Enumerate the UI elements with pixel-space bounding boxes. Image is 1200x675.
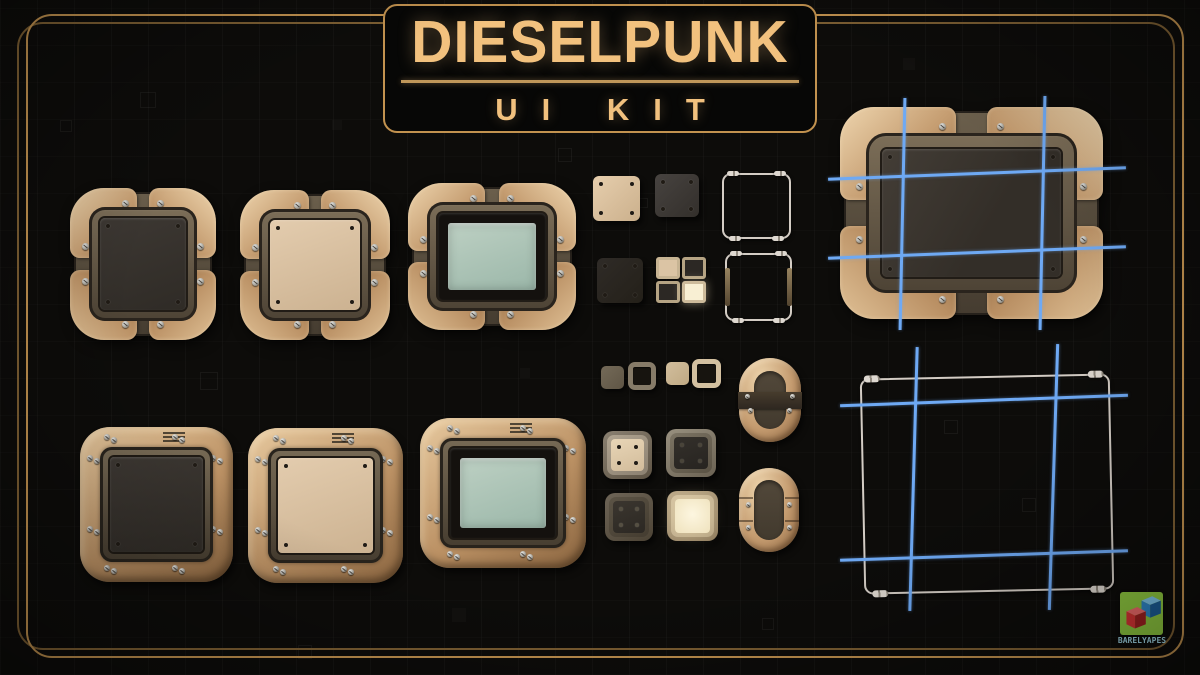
frame-panel-dark — [80, 427, 233, 582]
button-beige — [603, 431, 652, 479]
wire-frame-plain — [722, 171, 791, 241]
button-dark — [666, 429, 716, 477]
wire-frame-with-rods — [725, 251, 792, 323]
grid-square-decoration — [60, 120, 72, 132]
button-dark-alt — [605, 493, 653, 541]
glow-face — [675, 499, 710, 533]
nine-slice-wire-demo — [859, 370, 1115, 598]
grid-button-dark — [656, 281, 680, 303]
grid-square-decoration — [1022, 498, 1036, 512]
brass-rod — [787, 268, 792, 306]
corner-panel-beige — [240, 190, 390, 340]
kit-subtitle: UI KIT — [495, 92, 729, 127]
grid-square-decoration — [200, 372, 218, 390]
kit-title: DIESELPUNK — [411, 8, 789, 76]
grid-button-dark — [682, 257, 706, 279]
grid-square-decoration — [944, 420, 958, 434]
grid-square-decoration — [140, 92, 156, 108]
panel-face-screen — [438, 213, 546, 300]
grid-button-glow — [682, 281, 706, 303]
teal-screen — [448, 223, 536, 290]
logo-cubes-icon — [1126, 596, 1161, 629]
plate-beige — [593, 176, 640, 221]
plate-black — [597, 258, 643, 303]
grid-square-decoration — [298, 645, 312, 659]
capsule-band — [738, 392, 802, 409]
plate-dark — [655, 174, 699, 217]
button-glow — [667, 491, 718, 541]
teal-screen — [460, 458, 546, 528]
nine-slice-panel-demo — [840, 107, 1103, 319]
grid-square-decoration — [762, 618, 774, 630]
frame-panel-screen — [420, 418, 586, 568]
barelyapes-cubes-logo — [1120, 592, 1163, 635]
checkbox-light-outline — [692, 359, 721, 388]
grid-button-beige — [656, 257, 680, 279]
capsule-banded — [738, 358, 802, 442]
corner-panel-screen — [408, 183, 576, 330]
panel-face-dark — [100, 218, 186, 310]
brass-rod — [725, 268, 730, 306]
frame-panel-beige — [248, 428, 403, 583]
checkbox-light-filled — [666, 362, 689, 385]
corner-panel-dark — [70, 188, 216, 340]
grid-square-decoration — [558, 148, 572, 162]
panel-face-beige — [278, 458, 373, 553]
logo-text: BARELYAPES — [1117, 636, 1167, 645]
button-grid-2x2 — [656, 257, 706, 303]
panel-face-dark — [110, 457, 203, 552]
title-divider — [401, 80, 799, 83]
panel-face-beige — [270, 220, 360, 310]
capsule-hole — [754, 480, 784, 540]
capsule-open — [739, 468, 799, 552]
panel-face-screen — [450, 448, 556, 538]
checkbox-dark-outline — [628, 362, 656, 390]
title-banner: DIESELPUNK UI KIT — [383, 4, 817, 133]
checkbox-dark-filled — [601, 366, 624, 389]
panel-face-dark — [882, 149, 1061, 277]
